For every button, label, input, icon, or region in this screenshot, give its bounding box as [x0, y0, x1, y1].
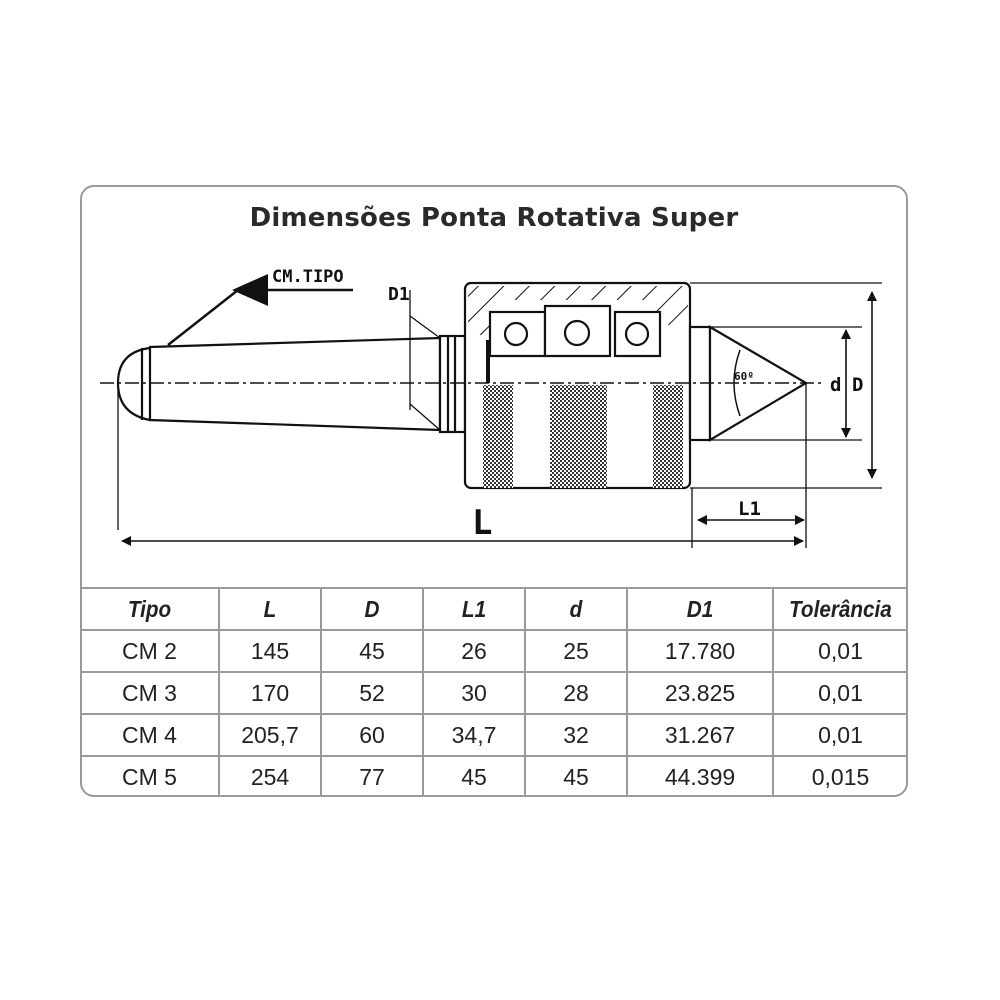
table-cell: 30 — [422, 671, 526, 715]
header-L1: L1 — [427, 587, 521, 631]
d-label: d — [830, 374, 841, 396]
table-cell: 77 — [320, 755, 424, 797]
header-d: d — [529, 587, 623, 631]
table-cell: 23.825 — [626, 671, 774, 715]
table-cell: 60 — [320, 713, 424, 757]
table-cell: 0,01 — [772, 671, 907, 715]
header-L: L — [223, 587, 317, 631]
table-cell: CM 5 — [81, 755, 220, 797]
table-cell: 45 — [320, 629, 424, 673]
cm-tipo-label: CM.TIPO — [272, 267, 344, 287]
table-cell: 170 — [218, 671, 322, 715]
table-cell: 0,01 — [772, 713, 907, 757]
table-cell: CM 4 — [81, 713, 220, 757]
table-cell: 28 — [524, 671, 628, 715]
table-cell: 26 — [422, 629, 526, 673]
L1-label: L1 — [738, 498, 761, 520]
table-cell: 145 — [218, 629, 322, 673]
header-tolerancia: Tolerância — [778, 587, 901, 631]
table-cell: 32 — [524, 713, 628, 757]
shank-nose — [116, 346, 151, 422]
table-cell: CM 2 — [81, 629, 220, 673]
header-D1: D1 — [633, 587, 767, 631]
table-cell: 0,01 — [772, 629, 907, 673]
table-cell: 44.399 — [626, 755, 774, 797]
angle-label: 60º — [734, 370, 754, 383]
table-cell: 52 — [320, 671, 424, 715]
table-cell: 25 — [524, 629, 628, 673]
D-label: D — [852, 374, 863, 396]
morse-taper-shank — [148, 336, 442, 432]
table-cell: 34,7 — [422, 713, 526, 757]
table-cell: 254 — [218, 755, 322, 797]
table-cell: 45 — [524, 755, 628, 797]
table-cell: 17.780 — [626, 629, 774, 673]
table-cell: 205,7 — [218, 713, 322, 757]
table-cell: 31.267 — [626, 713, 774, 757]
table-cell: 0,015 — [772, 755, 907, 797]
page-title: Dimensões Ponta Rotativa Super — [249, 203, 739, 233]
table-header-row: Tipo L D L1 d D1 Tolerância — [81, 587, 907, 631]
table-cell: 45 — [422, 755, 526, 797]
L-label: L — [472, 503, 492, 543]
table-cell: CM 3 — [81, 671, 220, 715]
collar — [438, 334, 467, 434]
header-tipo: Tipo — [87, 587, 214, 631]
header-D: D — [325, 587, 419, 631]
d1-label: D1 — [388, 284, 410, 305]
